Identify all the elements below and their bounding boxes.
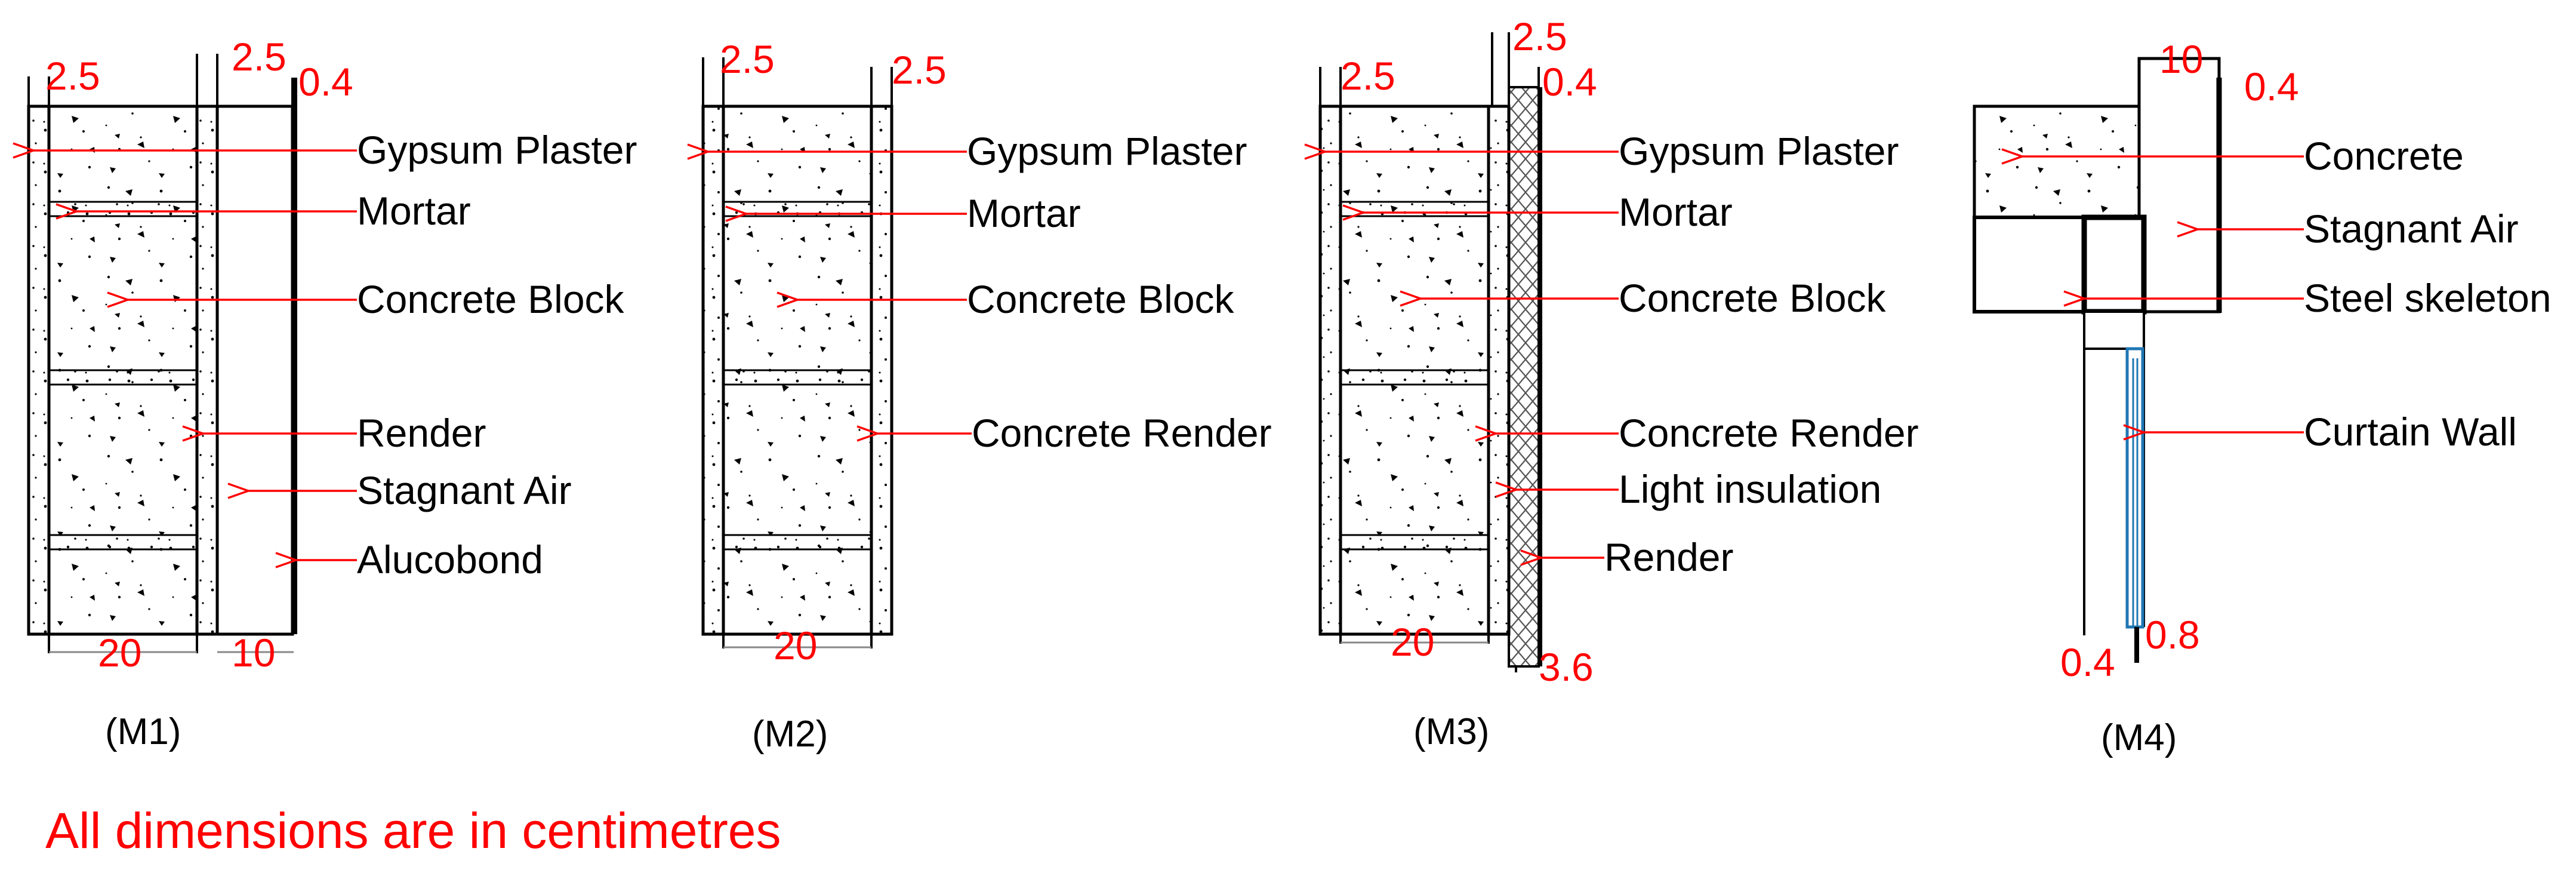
m4-dim-glass: 0.8 <box>2145 613 2200 657</box>
m2-label-concrete-block: Concrete Block <box>967 277 1235 321</box>
m1-dim-plaster: 2.5 <box>45 54 100 98</box>
m3-label-concrete-render: Concrete Render <box>1619 411 1919 455</box>
m3-caption: (M3) <box>1413 711 1489 752</box>
m1-label-concrete-block: Concrete Block <box>357 277 625 321</box>
m2-dim-block: 20 <box>774 623 817 668</box>
m3-gypsum-plaster-layer <box>1318 104 1342 636</box>
m2-dim-plaster: 2.5 <box>720 37 775 81</box>
m4-steel-skeleton <box>2081 214 2147 315</box>
m2-mortar-joint <box>722 369 873 386</box>
m3-outer-render-layer <box>1537 87 1542 666</box>
m3-light-insulation-layer <box>1508 86 1540 668</box>
m3-mortar-joint <box>1339 534 1490 551</box>
panel-m2: Gypsum Plaster Mortar Concrete Block Con… <box>703 37 1272 755</box>
m2-caption: (M2) <box>752 714 828 755</box>
m1-dim-block: 20 <box>98 631 141 675</box>
m1-label-mortar: Mortar <box>357 189 471 233</box>
m3-dim-concrete-render: 2.5 <box>1512 14 1567 59</box>
m2-concrete-render-layer <box>870 104 893 636</box>
m4-label-concrete: Concrete <box>2304 134 2464 178</box>
m3-label-render: Render <box>1604 535 1733 579</box>
m1-mortar-joint <box>48 369 198 386</box>
m3-dim-plaster: 2.5 <box>1341 54 1395 98</box>
m2-mortar-joint <box>722 534 873 551</box>
m4-dim-frame: 0.4 <box>2060 640 2115 684</box>
m3-mortar-joint <box>1339 201 1490 217</box>
m1-label-gypsum-plaster: Gypsum Plaster <box>357 128 637 172</box>
m4-mullion-connector <box>2083 311 2145 350</box>
m1-mortar-joint <box>48 201 198 217</box>
m4-concrete-slab <box>1973 104 2141 219</box>
m1-label-render: Render <box>357 411 486 455</box>
m1-alucobond-panel <box>291 78 297 634</box>
m1-gypsum-plaster-layer <box>27 104 51 636</box>
m4-label-steel-skeleton: Steel skeleton <box>2304 276 2552 320</box>
m3-dim-block: 20 <box>1391 620 1434 664</box>
m1-dim-alucobond: 0.4 <box>298 60 353 104</box>
m2-label-mortar: Mortar <box>967 191 1081 235</box>
units-note: All dimensions are in centimetres <box>45 803 781 859</box>
m4-dim-air-gap: 10 <box>2159 37 2203 81</box>
m3-dim-render: 0.4 <box>1542 60 1597 104</box>
panel-m3: Gypsum Plaster Mortar Concrete Block Con… <box>1320 14 1919 752</box>
panel-m4: Concrete Stagnant Air Steel skeleton Cur… <box>1973 37 2552 758</box>
m4-stagnant-air-zone <box>2137 57 2221 313</box>
m2-dim-render: 2.5 <box>892 48 947 92</box>
m1-dim-air: 10 <box>232 631 275 675</box>
m4-caption: (M4) <box>2101 717 2177 758</box>
m1-render-layer <box>195 104 219 636</box>
m1-label-stagnant-air: Stagnant Air <box>357 468 572 512</box>
m3-label-light-insulation: Light insulation <box>1619 467 1881 511</box>
m4-label-stagnant-air: Stagnant Air <box>2304 207 2519 251</box>
m2-gypsum-plaster-layer <box>701 104 725 636</box>
m3-label-concrete-block: Concrete Block <box>1619 276 1887 320</box>
m3-concrete-render-layer <box>1487 104 1511 636</box>
m3-label-gypsum-plaster: Gypsum Plaster <box>1619 129 1899 173</box>
m1-stagnant-air-gap <box>215 104 294 636</box>
m3-dim-insulation: 3.6 <box>1539 645 1594 689</box>
m3-mortar-joint <box>1339 369 1490 386</box>
m2-label-gypsum-plaster: Gypsum Plaster <box>967 129 1247 173</box>
m4-dim-cladding: 0.4 <box>2244 64 2299 109</box>
m2-label-concrete-render: Concrete Render <box>972 411 1272 455</box>
m1-mortar-joint <box>48 534 198 551</box>
m3-label-mortar: Mortar <box>1619 190 1733 234</box>
m1-dim-render: 2.5 <box>232 35 286 79</box>
m1-caption: (M1) <box>105 711 181 752</box>
panel-m1: Gypsum Plaster Mortar Concrete Block Ren… <box>29 35 637 752</box>
m4-label-curtain-wall: Curtain Wall <box>2304 410 2517 454</box>
m4-curtain-wall-glass <box>2125 347 2144 629</box>
m1-label-alucobond: Alucobond <box>357 537 543 582</box>
